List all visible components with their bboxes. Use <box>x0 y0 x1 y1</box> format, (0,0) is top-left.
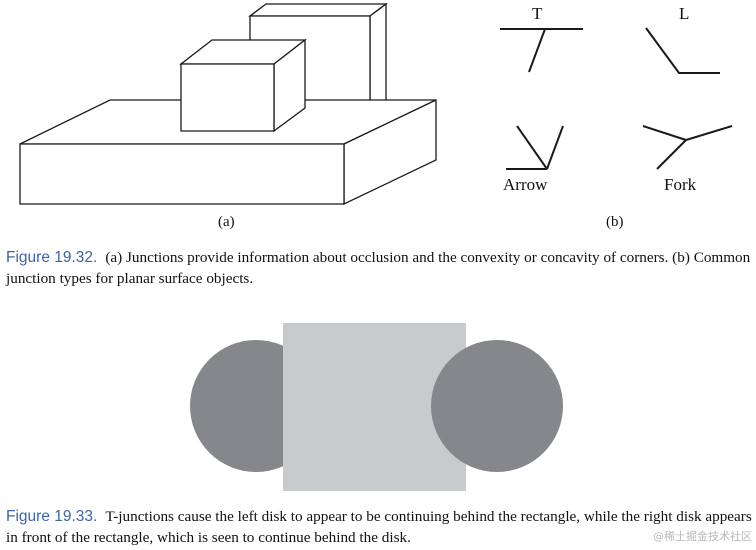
watermark: @稀土掘金技术社区 <box>653 530 752 543</box>
right-disk <box>431 340 563 472</box>
fork-junction <box>642 125 733 170</box>
small-box <box>179 38 307 133</box>
fork-junction-label: Fork <box>664 175 697 194</box>
t-junction <box>500 28 583 73</box>
l-junction <box>645 27 720 74</box>
arrow-junction <box>506 125 564 170</box>
panel-b-label: (b) <box>606 214 624 230</box>
figure-19-32-number: Figure 19.32. <box>6 249 98 266</box>
figure-19-32-caption: Figure 19.32.(a) Junctions provide infor… <box>6 247 754 289</box>
base-slab <box>19 98 437 206</box>
arrow-junction-label: Arrow <box>503 175 548 194</box>
figure-19-33-caption-text: T-junctions cause the left disk to appea… <box>6 508 752 546</box>
figure-19-33-caption: Figure 19.33.T-junctions cause the left … <box>6 506 754 548</box>
t-junction-label: T <box>532 4 543 23</box>
figure-19-32-caption-text: (a) Junctions provide information about … <box>6 249 751 287</box>
l-junction-label: L <box>679 4 690 23</box>
figure-19-33-number: Figure 19.33. <box>6 508 98 525</box>
panel-a-label: (a) <box>218 214 235 230</box>
